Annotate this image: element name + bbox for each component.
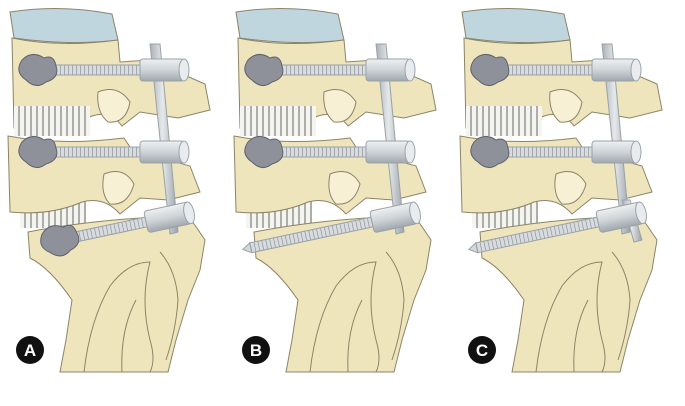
rod (375, 43, 405, 235)
screw-head-end (409, 201, 421, 225)
panel-label-circle (16, 336, 44, 364)
screw-head-end (183, 201, 195, 225)
bone-cement (244, 136, 284, 168)
facet-upper (549, 89, 583, 123)
ligament-upper (240, 106, 316, 136)
facet-middle (102, 171, 135, 205)
screw-tip (241, 241, 253, 254)
disc-top (461, 7, 571, 44)
screw-tip (467, 241, 479, 254)
sacrum-contour-2 (347, 299, 363, 373)
screw-head-end (630, 58, 642, 82)
pedicle-screw-middle (244, 136, 416, 168)
pedicle-screw-lower (40, 201, 195, 257)
facet-middle (328, 171, 361, 205)
screw-head (365, 58, 411, 82)
bone-cement (40, 224, 80, 257)
facet-upper (97, 89, 131, 123)
pedicle-screw-upper (18, 54, 190, 86)
bone-cement (18, 54, 58, 86)
sacrum (479, 217, 658, 373)
pedicle-screw-middle (470, 136, 642, 168)
panel-label-circle (242, 336, 270, 364)
screw-head-end (635, 201, 647, 225)
panel-label: A (24, 341, 36, 360)
sacrum-contour-1 (83, 261, 154, 373)
sacrum (253, 217, 432, 373)
panel-c: C (459, 7, 663, 373)
pedicle-screw-lower (467, 201, 647, 254)
sacrum-contour-3 (159, 251, 179, 361)
screw-head-end (404, 58, 416, 82)
ligament-upper (14, 106, 90, 136)
panel-a: A (7, 7, 211, 373)
pedicle-screw-lower (241, 201, 421, 254)
sacrum-contour-2 (573, 299, 589, 373)
screw-head-end (404, 140, 416, 164)
bone-cement (470, 136, 510, 168)
sacrum-contour-3 (611, 251, 631, 361)
rod (601, 43, 631, 235)
sacrum-contour-2 (121, 299, 137, 373)
disc-top (235, 7, 345, 44)
screw-head (365, 140, 411, 164)
bone-cement (244, 54, 284, 86)
panel-label: B (250, 341, 262, 360)
panel-b: B (233, 7, 437, 373)
facet-upper (323, 89, 357, 123)
screw-head (139, 140, 185, 164)
screw-head (591, 58, 637, 82)
screw-head-end (178, 140, 190, 164)
sacrum-contour-1 (309, 261, 380, 373)
ligament-upper (466, 106, 542, 136)
pedicle-screw-upper (470, 54, 642, 86)
screw-head (139, 58, 185, 82)
pedicle-screw-middle (18, 136, 190, 168)
facet-middle (554, 171, 587, 205)
rod (149, 43, 179, 235)
screw-head-end (630, 140, 642, 164)
pedicle-screw-upper (244, 54, 416, 86)
sacrum-contour-1 (535, 261, 606, 373)
panel-label: C (476, 341, 488, 360)
screw-head (591, 140, 637, 164)
bone-cement (470, 54, 510, 86)
screw-head-end (178, 58, 190, 82)
bone-cement (18, 136, 58, 168)
panel-label-circle (468, 336, 496, 364)
sacrum-contour-3 (385, 251, 405, 361)
disc-top (9, 7, 119, 44)
sacrum (27, 217, 206, 373)
